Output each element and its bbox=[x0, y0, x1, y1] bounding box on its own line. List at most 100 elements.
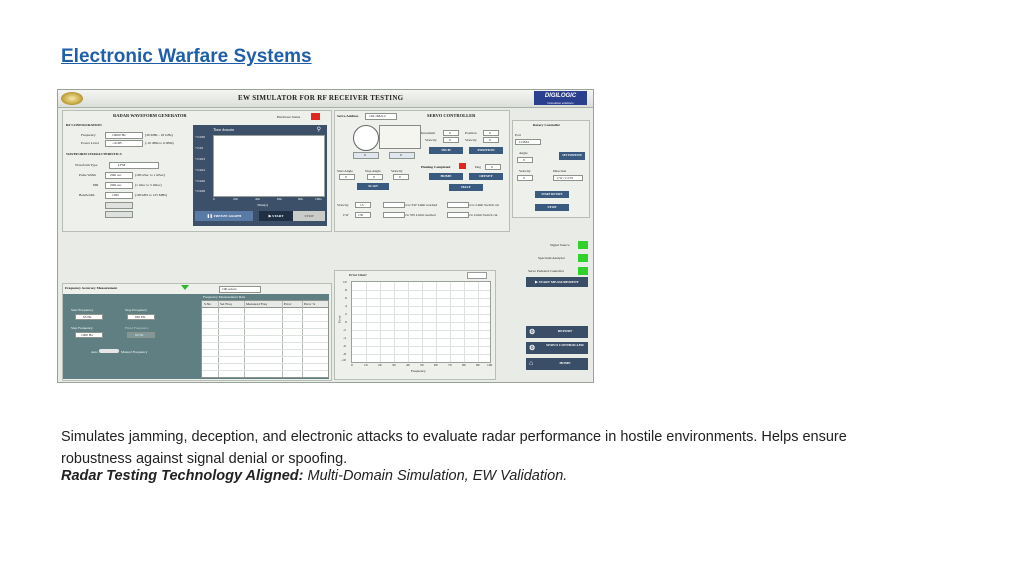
y-tick: 8 bbox=[345, 288, 347, 292]
pulse-width-input[interactable]: 20m sec bbox=[105, 172, 133, 179]
step-freq-label: Step Frequency bbox=[71, 326, 93, 330]
start-button[interactable]: ▶ START bbox=[259, 211, 293, 221]
start-freq-input[interactable]: 65 Hz bbox=[75, 314, 103, 320]
time-axis-label: Time(s) bbox=[257, 203, 268, 207]
halt-button[interactable]: HALT bbox=[449, 184, 483, 191]
bandwidth-input[interactable]: 10M bbox=[105, 192, 133, 199]
increment-input[interactable]: 0 bbox=[443, 130, 459, 136]
homing-indicator bbox=[459, 163, 466, 169]
servo-pedestal-label: Servo Pedestal Controller bbox=[528, 269, 564, 273]
velocity-input[interactable]: 0 bbox=[443, 137, 459, 143]
aligned-line: Radar Testing Technology Aligned: Multi-… bbox=[61, 468, 567, 484]
table-row bbox=[202, 356, 328, 357]
stop-angle-input[interactable]: 0 bbox=[367, 174, 383, 180]
set-position-button[interactable]: SET POSITION bbox=[559, 152, 585, 160]
home-button[interactable]: ⌂ HOME bbox=[526, 358, 588, 370]
frequency-input[interactable]: 10000 Hz bbox=[105, 132, 143, 139]
table-row bbox=[202, 363, 328, 364]
table-row bbox=[202, 349, 328, 350]
table-divider bbox=[244, 301, 245, 377]
collapse-arrow-icon[interactable] bbox=[181, 285, 189, 290]
home-button[interactable]: HOME bbox=[429, 173, 463, 180]
power-input[interactable]: -10 dB bbox=[105, 140, 143, 147]
servo-gauge-2 bbox=[379, 125, 421, 149]
mode-toggle[interactable] bbox=[99, 349, 119, 353]
y-tick: 0 bbox=[345, 320, 347, 324]
rf-config-header: RF CONFIGURATION bbox=[66, 123, 102, 127]
y-tick: -4 bbox=[343, 336, 346, 340]
x-tick: 0 bbox=[351, 363, 353, 367]
servo-controller-button[interactable]: ⚙ SERVO CONTROLLER bbox=[526, 342, 588, 354]
offset-button[interactable]: OFFSET bbox=[469, 173, 503, 180]
x-tick: 40s bbox=[255, 197, 260, 201]
x-tick: 80s bbox=[298, 197, 303, 201]
x-tick: 60 bbox=[434, 363, 438, 367]
velocity-row-input[interactable]: 15 bbox=[355, 202, 371, 208]
signal-source-label: Signal Source bbox=[550, 243, 570, 247]
chart-tools-icon[interactable] bbox=[467, 272, 487, 279]
servo-pedestal-indicator bbox=[578, 267, 588, 275]
radar-header: RADAR WAVEFORM GENERATOR bbox=[113, 113, 187, 118]
start-angle-input[interactable]: 0 bbox=[339, 174, 355, 180]
y-tick: +2.926 bbox=[195, 179, 205, 183]
table-row bbox=[202, 328, 328, 329]
fixed-freq-label: Fixed Frequency bbox=[125, 326, 149, 330]
start-measurement-button[interactable]: ▶ START MEASUREMENT bbox=[526, 277, 588, 287]
angle-label: Angle bbox=[519, 151, 528, 155]
table-row bbox=[202, 342, 328, 343]
pri-range: (1 uSec to 5 mSec) bbox=[135, 183, 162, 187]
velocity-label: Velocity bbox=[425, 138, 437, 142]
angle-input[interactable]: 0 bbox=[517, 157, 533, 163]
stop-freq-input[interactable]: 665 Hz bbox=[127, 314, 155, 320]
freeze-graph-button[interactable]: ❚❚ FREEZE GRAPH bbox=[195, 211, 253, 221]
table-header-row: S.No Set Freq Measured Freq Error Error … bbox=[202, 301, 328, 308]
cw-input[interactable]: 150 bbox=[355, 212, 371, 218]
scan-velocity-input[interactable]: 0 bbox=[393, 174, 409, 180]
slide-title[interactable]: Electronic Warfare Systems bbox=[61, 46, 312, 67]
freq-accuracy-header: Frequency Accuracy Measurement bbox=[65, 286, 118, 290]
home-icon: ⌂ bbox=[529, 359, 534, 367]
col-measured-freq: Measured Freq bbox=[246, 302, 268, 306]
waveform-type-select[interactable]: LFM bbox=[109, 162, 159, 169]
samples-field[interactable]: 100 sofers bbox=[219, 286, 261, 293]
report-icon: ⚙ bbox=[529, 328, 536, 336]
start-rotate-button[interactable]: START ROTATE bbox=[535, 191, 569, 198]
position-button[interactable]: POSITION bbox=[469, 147, 503, 154]
scan-button[interactable]: SCAN bbox=[357, 183, 389, 190]
inch-button[interactable]: INCH bbox=[429, 147, 463, 154]
bandwidth-label: Bandwidth bbox=[79, 193, 95, 197]
x-tick: 90 bbox=[476, 363, 480, 367]
col-error-pct: Error % bbox=[304, 302, 316, 306]
rotary-velocity-label: Velocity bbox=[519, 169, 531, 173]
deg-select[interactable]: 0 bbox=[485, 164, 501, 170]
mode-manual-label: Manual Frequency bbox=[121, 350, 148, 354]
measurement-table[interactable]: S.No Set Freq Measured Freq Error Error … bbox=[201, 300, 329, 378]
stop-button[interactable]: STOP bbox=[293, 211, 325, 221]
direction-select[interactable]: CW / CCW bbox=[553, 175, 583, 181]
frequency-accuracy-panel: Frequency Accuracy Measurement 100 sofer… bbox=[62, 283, 332, 381]
pulse-width-range: (100 nSec to 1 mSec) bbox=[135, 173, 166, 177]
error-chart-plot[interactable] bbox=[351, 281, 491, 363]
position-input[interactable]: 0 bbox=[483, 130, 499, 136]
servo-address-input[interactable]: 192.168.0.2 bbox=[365, 113, 397, 120]
chart-zoom-icon[interactable]: ⚲ bbox=[316, 127, 321, 133]
time-domain-chart-panel: Time domain ⚲ +2.930 +2.95 +2.923 +2.924… bbox=[193, 125, 327, 226]
pri-input[interactable]: 20m sec bbox=[105, 182, 133, 189]
port-select[interactable]: COM4 bbox=[515, 139, 541, 145]
power-range: (-10 dBm to 0 dBm) bbox=[145, 141, 174, 145]
time-domain-plot[interactable] bbox=[213, 135, 325, 197]
x-tick: 40 bbox=[406, 363, 410, 367]
rotary-velocity-input[interactable]: 0 bbox=[517, 175, 533, 181]
report-button[interactable]: ⚙ REPORT bbox=[526, 326, 588, 338]
fixed-freq-input[interactable]: 80 Hz bbox=[127, 332, 155, 338]
y-tick: 2 bbox=[345, 312, 347, 316]
scan-velocity-label: Velocity bbox=[391, 169, 403, 173]
rotary-stop-button[interactable]: STOP bbox=[535, 204, 569, 211]
grid-line bbox=[352, 330, 490, 331]
direction-label: Direction bbox=[553, 169, 567, 173]
velocity2-input[interactable]: 0 bbox=[483, 137, 499, 143]
step-freq-input[interactable]: 1000 Hz bbox=[75, 332, 103, 338]
waveform-header: WAVEFORM CHARACTERISTICS bbox=[66, 152, 122, 156]
increment-label: Increment bbox=[421, 131, 436, 135]
cw-switch-label: cw Limit Switch cut bbox=[469, 213, 498, 217]
